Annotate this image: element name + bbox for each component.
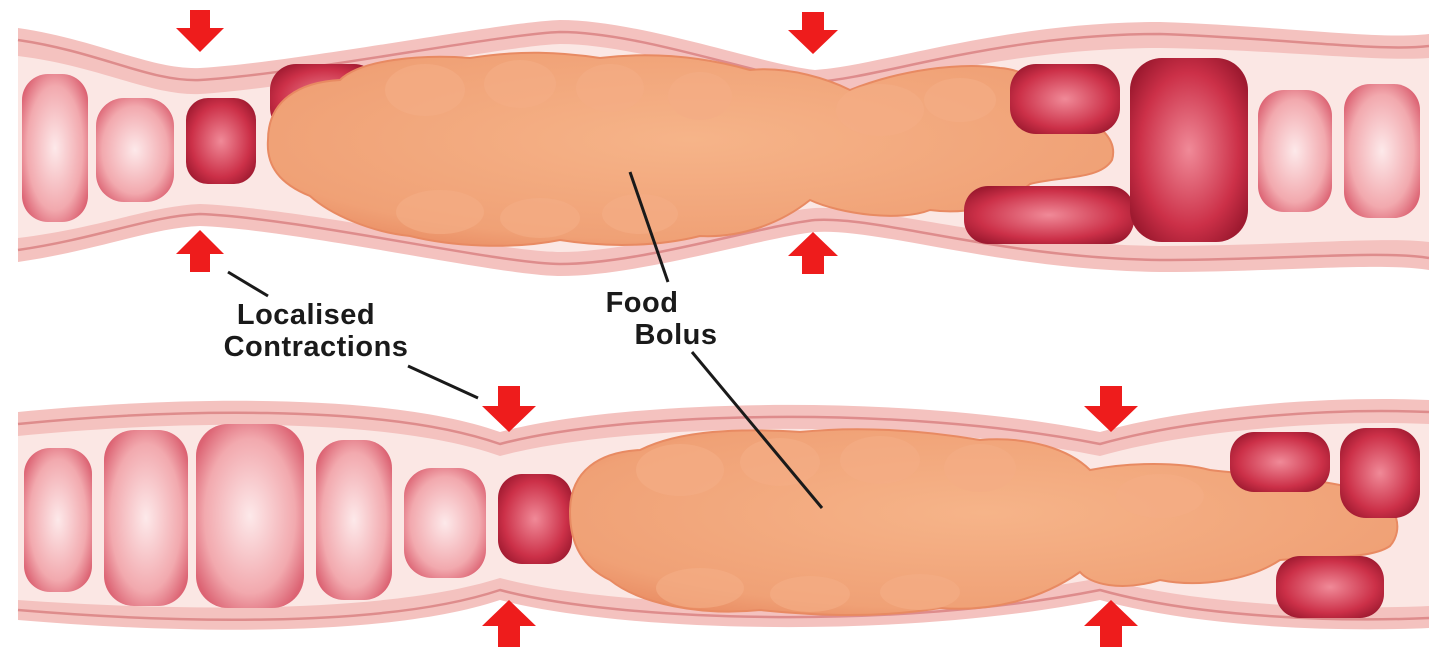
arrow-down-icon: [176, 10, 224, 52]
arrow-down-icon: [788, 12, 838, 54]
label-contractions: Contractions: [224, 331, 409, 363]
label-bolus: Bolus: [634, 319, 717, 351]
leader-line-contractions-bottom: [408, 366, 478, 398]
arrow-up-icon: [788, 232, 838, 274]
label-localised-contractions: Localised Contractions: [224, 299, 409, 363]
label-localised: Localised: [237, 299, 375, 331]
bottom-intestine-segment: [18, 386, 1429, 647]
label-food: Food: [606, 287, 679, 319]
top-intestine-segment: [18, 10, 1429, 276]
arrow-up-icon: [482, 600, 536, 647]
arrow-up-icon: [176, 230, 224, 272]
label-food-bolus: Food Bolus: [606, 287, 718, 351]
leader-line-contractions-top: [228, 272, 268, 296]
arrow-down-icon: [482, 386, 536, 432]
